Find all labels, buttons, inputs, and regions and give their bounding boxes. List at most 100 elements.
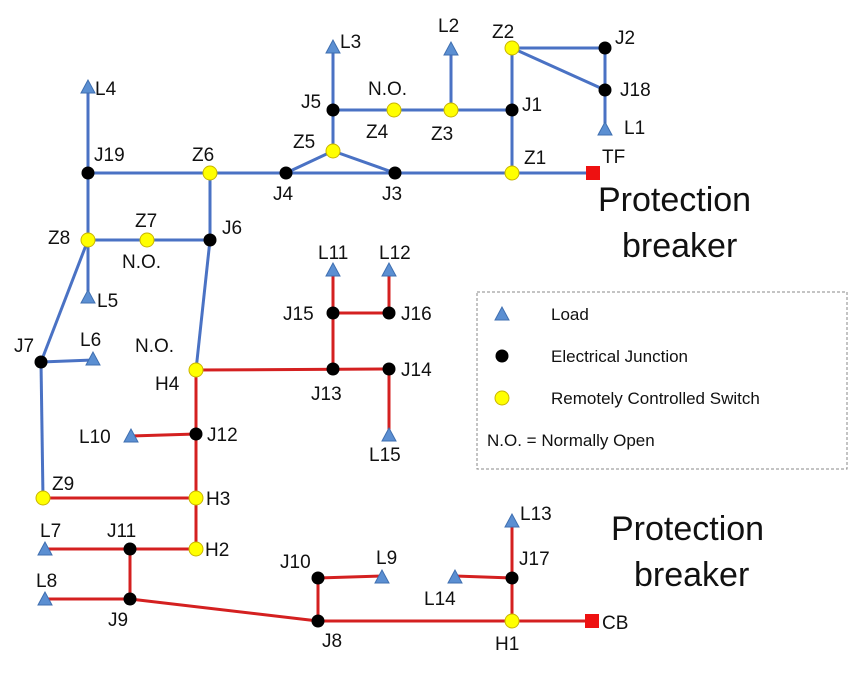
label-l6: L6 <box>80 330 101 351</box>
switch-z6 <box>202 165 218 181</box>
label-l14: L14 <box>424 589 456 610</box>
load-l8-icon <box>37 590 53 606</box>
protection-breaker-bottom-line2: breaker <box>634 556 749 594</box>
load-l4-icon <box>80 78 96 94</box>
junction-j19 <box>81 166 95 180</box>
switch-h2 <box>188 541 204 557</box>
legend: Load Electrical Junction Remotely Contro… <box>476 291 848 470</box>
label-j9: J9 <box>108 610 128 631</box>
label-z8: Z8 <box>48 228 70 249</box>
red-feeder-lines <box>43 270 592 623</box>
label-l15: L15 <box>369 445 401 466</box>
label-j6: J6 <box>222 218 242 239</box>
label-j15: J15 <box>283 304 314 325</box>
label-j10: J10 <box>280 552 311 573</box>
label-no-z7: N.O. <box>122 252 161 273</box>
junction-j6 <box>203 233 217 247</box>
load-l5-icon <box>80 288 96 304</box>
tf-terminal <box>586 166 600 180</box>
label-z6: Z6 <box>192 145 214 166</box>
switch-z2 <box>504 40 520 56</box>
protection-breaker-top-line2: breaker <box>622 227 737 265</box>
label-h1: H1 <box>495 634 519 655</box>
label-l10: L10 <box>79 427 111 448</box>
label-cb: CB <box>602 613 628 634</box>
label-z2: Z2 <box>492 22 514 43</box>
label-z3: Z3 <box>431 124 453 145</box>
load-l13-icon <box>504 512 520 528</box>
load-l1-icon <box>597 120 613 136</box>
switch-z7 <box>139 232 155 248</box>
legend-junction-icon <box>495 349 509 363</box>
label-l1: L1 <box>624 118 645 139</box>
switch-z3 <box>443 102 459 118</box>
line-z5-j3 <box>332 149 396 175</box>
label-l8: L8 <box>36 571 57 592</box>
line-j17-l14 <box>454 574 513 580</box>
protection-breaker-top-line1: Protection <box>598 181 751 219</box>
label-j14: J14 <box>401 360 432 381</box>
label-j3: J3 <box>382 184 402 205</box>
label-z1: Z1 <box>524 148 546 169</box>
junction-j2 <box>598 41 612 55</box>
load-l11-icon <box>325 261 341 277</box>
label-h3: H3 <box>206 489 230 510</box>
label-j5: J5 <box>301 92 321 113</box>
label-j4: J4 <box>273 184 294 205</box>
label-j12: J12 <box>207 425 238 446</box>
line-j12-l10 <box>130 432 197 438</box>
junction-j18 <box>598 83 612 97</box>
switch-h1 <box>504 613 520 629</box>
label-l5: L5 <box>97 291 118 312</box>
label-j2: J2 <box>615 28 635 49</box>
label-j16: J16 <box>401 304 432 325</box>
legend-switch-icon <box>494 390 510 406</box>
junction-j5 <box>326 103 340 117</box>
junction-j1 <box>505 103 519 117</box>
legend-junction-label: Electrical Junction <box>551 347 688 366</box>
label-l3: L3 <box>340 32 361 53</box>
junction-j11 <box>123 542 137 556</box>
line-h4-j14 <box>195 367 390 372</box>
label-j11: J11 <box>107 521 136 542</box>
label-l13: L13 <box>520 504 552 525</box>
switch-z8 <box>80 232 96 248</box>
switch-z5 <box>325 143 341 159</box>
label-h4: H4 <box>155 374 180 395</box>
legend-load-label: Load <box>551 305 589 324</box>
junction-j9 <box>123 592 137 606</box>
label-l11: L11 <box>318 243 348 264</box>
label-l4: L4 <box>95 79 117 100</box>
legend-note: N.O. = Normally Open <box>487 431 655 450</box>
label-l2: L2 <box>438 16 459 37</box>
label-l7: L7 <box>40 521 61 542</box>
junctions <box>34 41 612 628</box>
label-j17: J17 <box>519 549 550 570</box>
switch-z1 <box>504 165 520 181</box>
load-l14-icon <box>447 568 463 584</box>
cb-terminal <box>585 614 599 628</box>
load-l10-icon <box>123 427 139 443</box>
line-j7-l6 <box>40 358 94 364</box>
node-labels: J1 J2 J3 J4 J5 J6 J7 J8 J9 J10 J11 J12 J… <box>14 22 651 655</box>
load-l7-icon <box>37 540 53 556</box>
junction-j13 <box>326 362 340 376</box>
junction-j4 <box>279 166 293 180</box>
label-no-top: N.O. <box>368 79 407 100</box>
junction-j15 <box>326 306 340 320</box>
label-z7: Z7 <box>135 211 157 232</box>
switch-z9 <box>35 490 51 506</box>
label-j1: J1 <box>522 95 542 116</box>
junction-j3 <box>388 166 402 180</box>
switch-h3 <box>188 490 204 506</box>
loads <box>37 38 613 606</box>
junction-j8 <box>311 614 325 628</box>
line-j7-z9 <box>39 361 45 499</box>
label-l12: L12 <box>379 243 411 264</box>
line-z8-j7 <box>39 239 90 363</box>
protection-breaker-bottom-line1: Protection <box>611 510 764 548</box>
load-l15-icon <box>381 426 397 442</box>
line-z2-j18 <box>511 46 606 92</box>
junction-j14 <box>382 362 396 376</box>
